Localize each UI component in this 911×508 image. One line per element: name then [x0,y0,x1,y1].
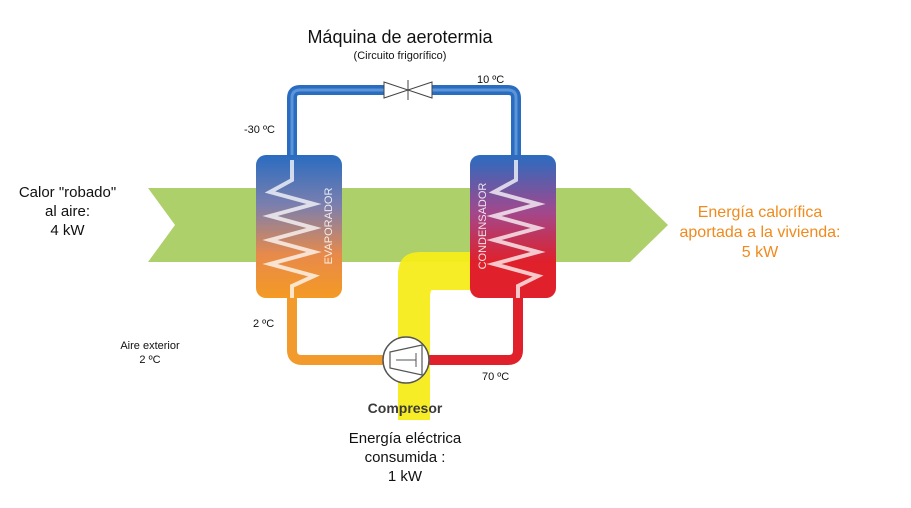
heat-delivered-line-3: 5 kW [741,244,779,261]
green-heat-arrow [148,188,668,262]
diagram-subtitle: (Circuito frigorífico) [353,50,447,62]
heat-from-air-label: Calor "robado" al aire: 4 kW [10,184,125,240]
diagram-title: Máquina de aerotermia [307,27,493,47]
heat-from-air-line-1: Calor "robado" [18,184,117,201]
red-pipe [425,290,523,365]
heat-delivered-line-1: Energía calorífica [697,204,823,221]
blue-pipe-top [287,85,521,165]
expansion-valve-icon [383,80,433,100]
heat-delivered-line-2: aportada a la vivienda: [679,224,841,241]
compressor-label: Compresor [367,400,443,416]
orange-pipe [287,290,387,365]
temp-condenser-bottom: 70 ºC [482,371,510,383]
evaporator-coil [262,160,322,298]
temp-evaporator-top: -30 ºC [244,124,275,136]
electric-energy-line-3: 1 kW [387,467,423,485]
heat-delivered-label: Energía calorífica aportada a la viviend… [660,203,860,263]
electric-energy-line-1: Energía eléctrica [348,430,462,447]
heat-from-air-line-2: al aire: [44,202,91,220]
outside-air-line-1: Aire exterior [120,340,180,352]
heat-from-air-line-3: 4 kW [50,221,85,239]
electric-energy-label: Energía eléctrica consumida : 1 kW [320,430,490,486]
evaporator-label: EVAPORADOR [323,188,335,265]
electric-energy-line-2: consumida : [364,448,446,466]
temp-condenser-top: 10 ºC [477,74,505,86]
temp-evaporator-bottom: 2 ºC [253,318,275,330]
compressor-icon [382,336,430,384]
yellow-energy-arrow [398,252,480,420]
condenser-label: CONDENSADOR [477,183,489,270]
condenser-box [470,155,556,298]
outside-air-line-2: 2 ºC [139,353,161,366]
outside-air-label: Aire exterior 2 ºC [95,340,205,368]
condenser-coil [486,160,546,298]
